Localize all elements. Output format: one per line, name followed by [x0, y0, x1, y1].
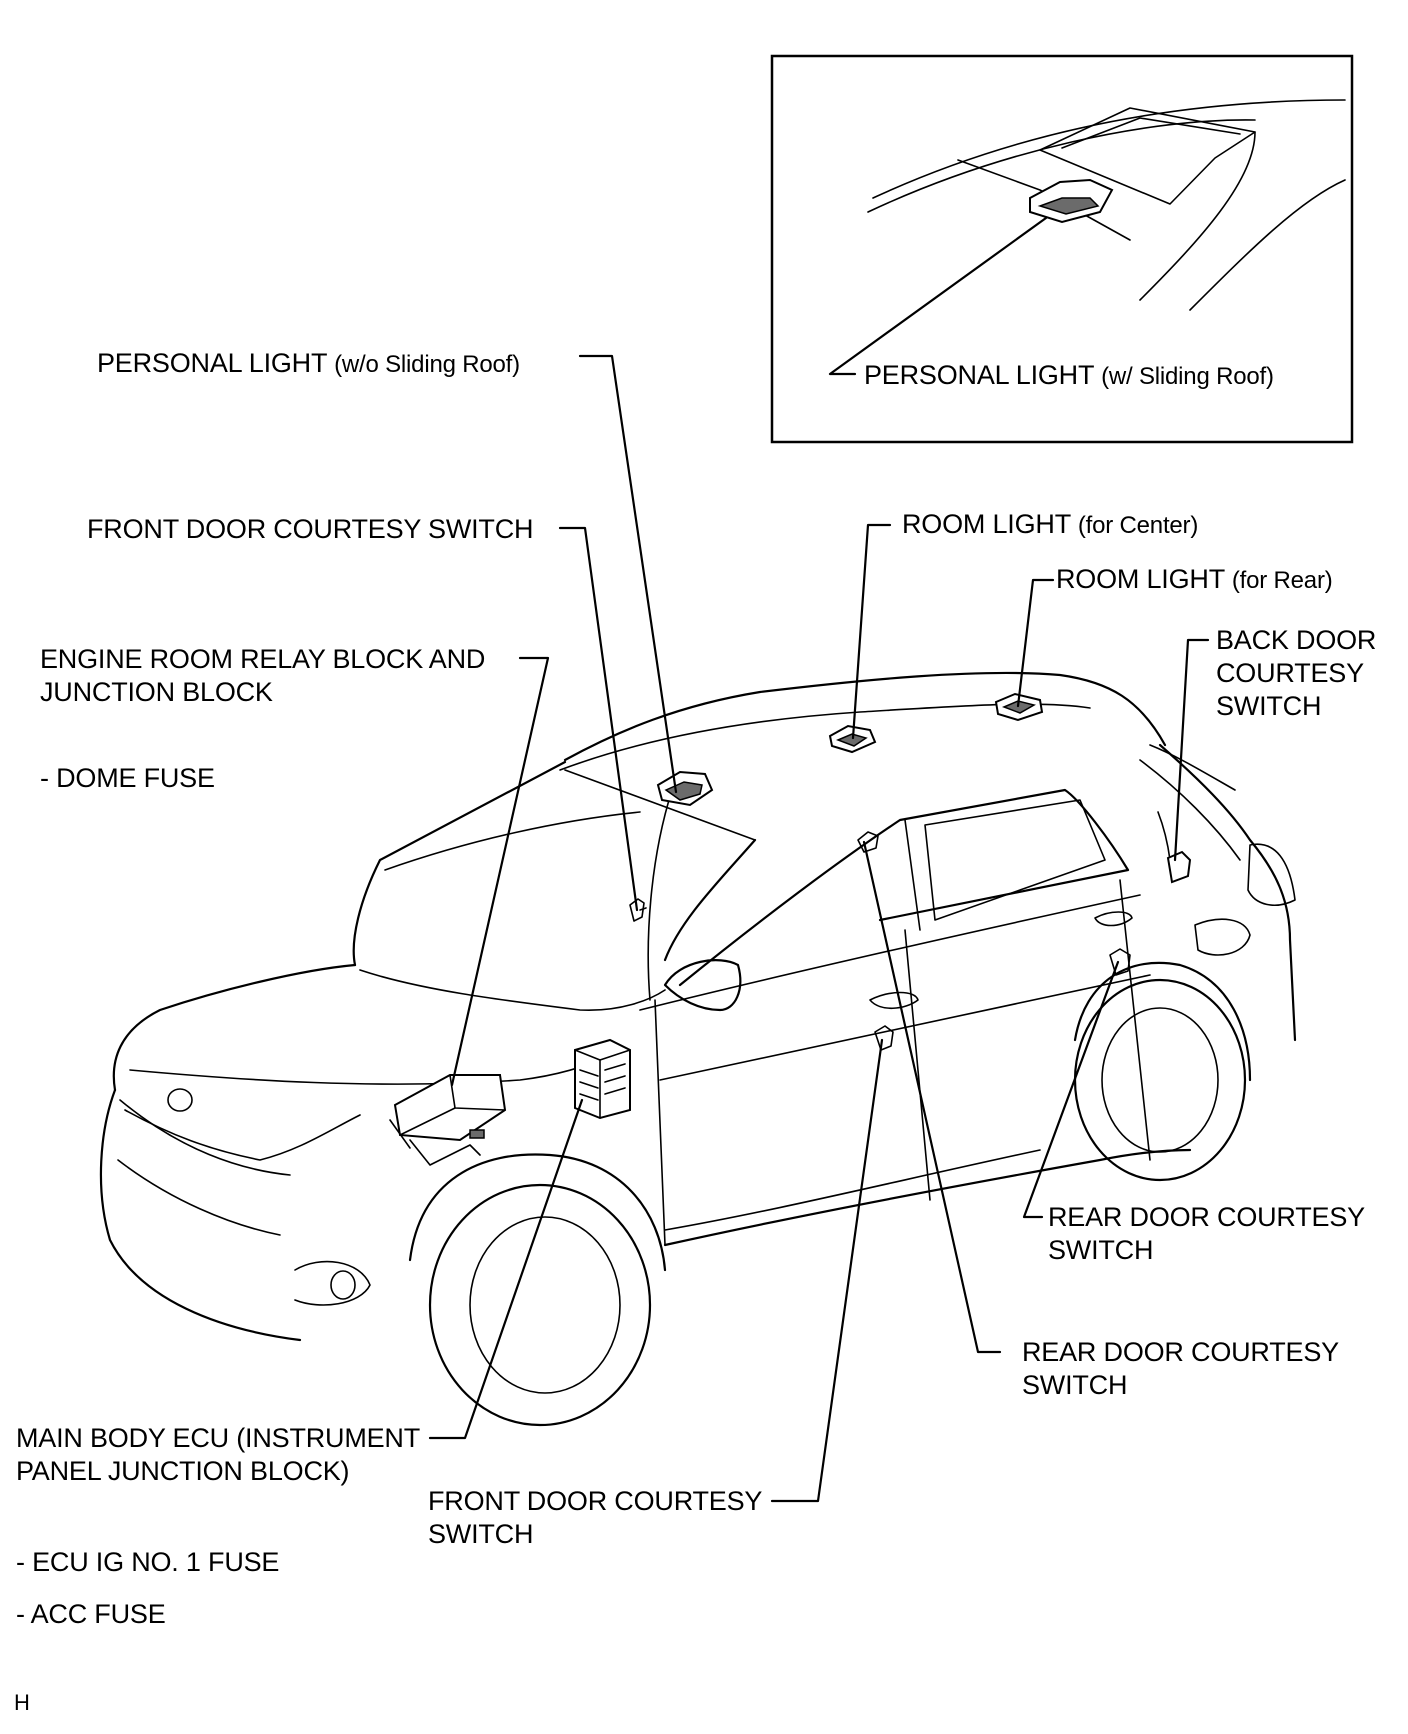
- label-sub: (for Rear): [1231, 567, 1333, 594]
- label-line-2: JUNCTION BLOCK: [40, 677, 273, 707]
- label-line-1: REAR DOOR COURTESY: [1048, 1202, 1365, 1232]
- rear-door-courtesy-switch-center-part: [857, 831, 879, 853]
- label-sub: (w/ Sliding Roof): [1101, 363, 1274, 390]
- label-front-door-courtesy-switch-lower: FRONT DOOR COURTESY SWITCH: [428, 1485, 762, 1551]
- label-sub: (for Center): [1077, 512, 1199, 539]
- corner-code: H: [14, 1690, 30, 1715]
- label-acc-fuse: - ACC FUSE: [16, 1599, 166, 1629]
- label-line-3: SWITCH: [1216, 691, 1322, 721]
- leader-personal-light: [578, 354, 678, 794]
- label-sub: (w/o Sliding Roof): [334, 351, 520, 378]
- engine-room-relay-block-part: [389, 1074, 507, 1166]
- leader-rear-door-courtesy-lower: [862, 840, 1002, 1354]
- leader-main-body-ecu: [428, 1098, 584, 1440]
- label-line-2: SWITCH: [1048, 1235, 1154, 1265]
- label-line-2: COURTESY: [1216, 658, 1364, 688]
- label-main: PERSONAL LIGHT: [864, 360, 1094, 390]
- back-door-courtesy-switch-part: [1157, 811, 1192, 884]
- label-line-1: FRONT DOOR COURTESY: [428, 1486, 763, 1516]
- label-main: ROOM LIGHT: [1056, 564, 1225, 594]
- label-room-light-rear: ROOM LIGHT (for Rear): [1056, 563, 1333, 597]
- leader-front-door-courtesy-lower: [770, 1038, 884, 1503]
- label-engine-room-relay-block: ENGINE ROOM RELAY BLOCK AND JUNCTION BLO…: [40, 643, 485, 709]
- leader-front-door-courtesy-upper: [558, 526, 639, 912]
- leader-room-light-center: [851, 523, 892, 740]
- leader-room-light-rear: [1016, 578, 1055, 708]
- label-line-1: BACK DOOR: [1216, 625, 1377, 655]
- label-line-1: MAIN BODY ECU (INSTRUMENT: [16, 1423, 421, 1453]
- front-door-courtesy-switch-lower-part: [874, 1025, 894, 1051]
- label-room-light-center: ROOM LIGHT (for Center): [902, 508, 1198, 542]
- label-ecu-ig-fuse: - ECU IG NO. 1 FUSE: [16, 1547, 280, 1577]
- label-personal-light-wo-sliding-roof: PERSONAL LIGHT (w/o Sliding Roof): [97, 347, 520, 381]
- label-rear-door-courtesy-switch-right: REAR DOOR COURTESY SWITCH: [1048, 1201, 1365, 1267]
- leader-engine-room-relay: [450, 656, 550, 1087]
- label-dome-fuse: - DOME FUSE: [40, 763, 215, 793]
- leader-rear-door-courtesy-right: [1022, 960, 1120, 1219]
- label-line-2: SWITCH: [1022, 1370, 1128, 1400]
- label-personal-light-w-sliding-roof: PERSONAL LIGHT (w/ Sliding Roof): [864, 359, 1274, 393]
- label-line-2: SWITCH: [428, 1519, 534, 1549]
- label-back-door-courtesy-switch: BACK DOOR COURTESY SWITCH: [1216, 624, 1376, 723]
- leader-lines: [428, 354, 1210, 1503]
- label-line-1: ENGINE ROOM RELAY BLOCK AND: [40, 644, 486, 674]
- main-body-ecu-part: [574, 1038, 631, 1120]
- leader-back-door-courtesy: [1173, 638, 1210, 862]
- label-main: PERSONAL LIGHT: [97, 348, 327, 378]
- label-front-door-courtesy-switch-upper: FRONT DOOR COURTESY SWITCH: [87, 514, 534, 544]
- sliding-roof-inset: [770, 54, 1354, 444]
- label-line-1: REAR DOOR COURTESY: [1022, 1337, 1339, 1367]
- label-line-2: PANEL JUNCTION BLOCK): [16, 1456, 350, 1486]
- label-main-body-ecu: MAIN BODY ECU (INSTRUMENT PANEL JUNCTION…: [16, 1422, 420, 1488]
- label-rear-door-courtesy-switch-lower: REAR DOOR COURTESY SWITCH: [1022, 1336, 1339, 1402]
- label-main: ROOM LIGHT: [902, 509, 1071, 539]
